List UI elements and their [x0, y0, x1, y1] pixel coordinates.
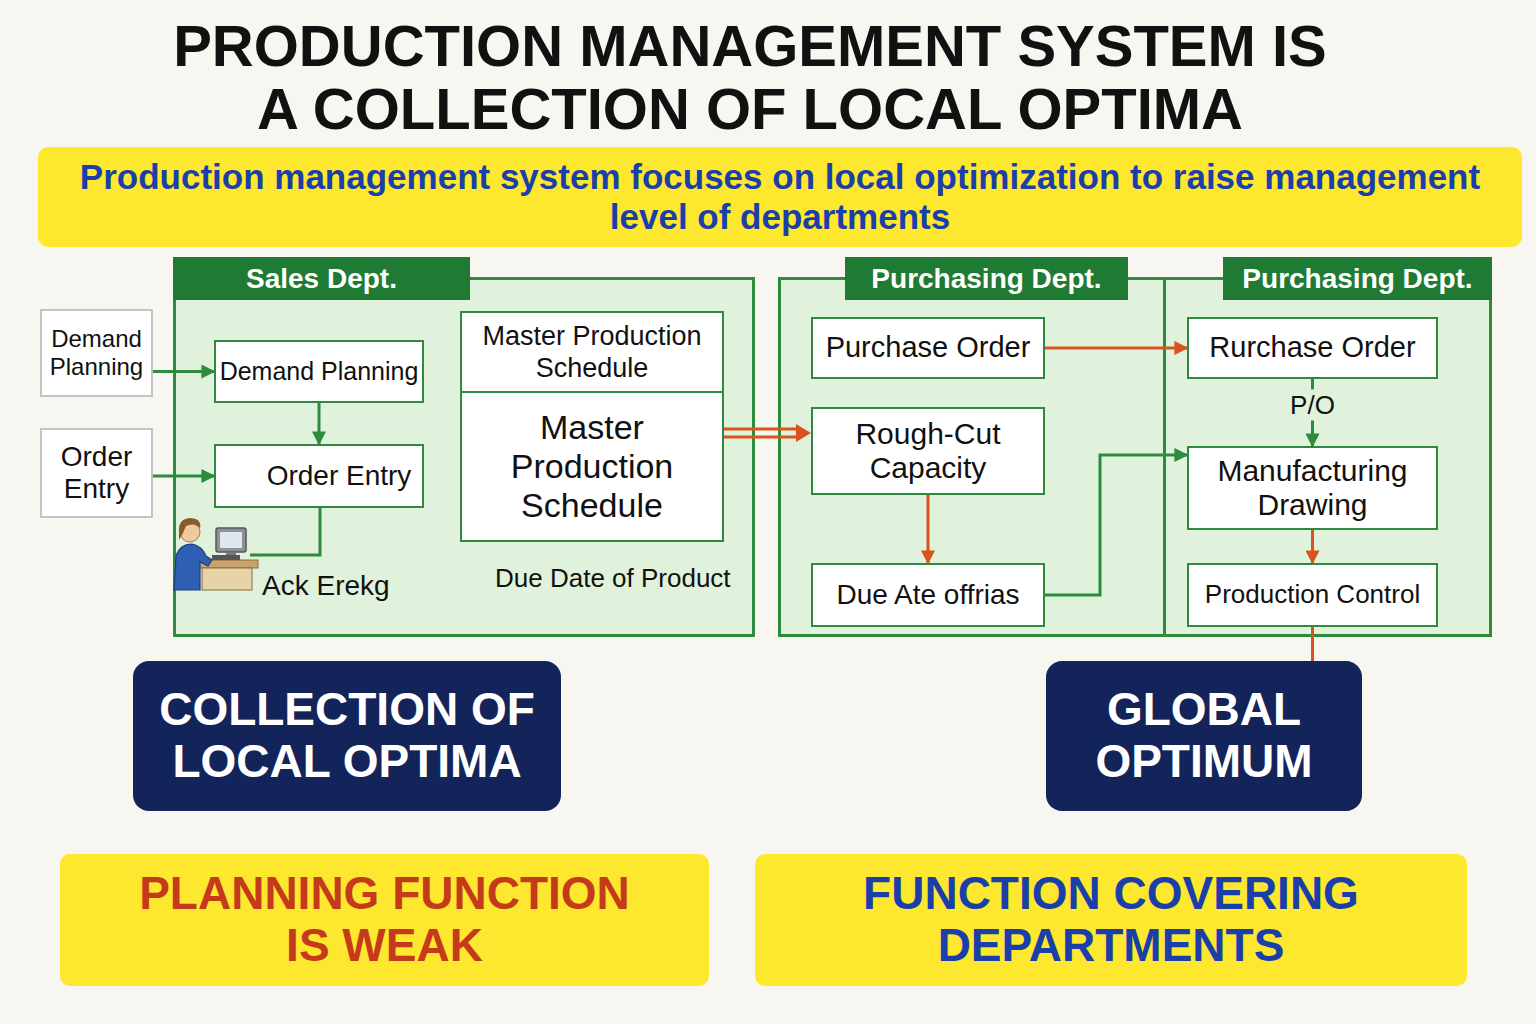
panel-tab: Purchasing Dept.: [1223, 257, 1492, 300]
desk-body: [202, 568, 252, 590]
node-label: Due Ate offrias: [836, 579, 1019, 611]
title: PRODUCTION MANAGEMENT SYSTEM IS A COLLEC…: [160, 14, 1340, 140]
annotation-label: Due Date of Product: [495, 563, 731, 594]
box-body: Master Production Schedule: [462, 393, 722, 540]
process-box: Due Ate offrias: [811, 563, 1045, 627]
summary-box: GLOBAL OPTIMUM: [1046, 661, 1362, 811]
node-label: Order Entry: [42, 441, 151, 505]
conclusion-box: PLANNING FUNCTION IS WEAK: [60, 854, 709, 986]
connector: [318, 403, 321, 444]
person-body: [174, 544, 212, 590]
process-box: Production Control: [1187, 563, 1438, 627]
input-box: Order Entry: [40, 428, 153, 518]
monitor-screen: [220, 532, 242, 548]
operator-illustration: [166, 510, 261, 595]
node-label: Purchase Order: [826, 331, 1031, 364]
process-box: Manufacturing Drawing: [1187, 446, 1438, 530]
connector: [153, 475, 214, 478]
node-label: Rough-Cut Capacity: [813, 417, 1043, 486]
keyboard: [212, 555, 240, 560]
node-label: FUNCTION COVERING DEPARTMENTS: [815, 868, 1407, 971]
banner-text: Production management system focuses on …: [58, 157, 1502, 238]
process-box: Rough-Cut Capacity: [811, 407, 1045, 495]
connector: [1311, 627, 1314, 661]
department-panel: Purchasing Dept.Rurchase OrderManufactur…: [1163, 277, 1492, 637]
subtitle-banner: Production management system focuses on …: [38, 147, 1522, 247]
connector: [927, 495, 930, 563]
double-connector: [724, 424, 811, 442]
process-box: Demand Planning: [214, 340, 424, 403]
box-heading: Master Production Schedule: [462, 313, 722, 393]
connector: [1045, 347, 1187, 350]
monitor-frame: [216, 528, 246, 552]
input-box: Demand Planning: [40, 309, 153, 397]
node-label: GLOBAL OPTIMUM: [1046, 684, 1362, 787]
node-label: Manufacturing Drawing: [1189, 454, 1436, 523]
process-box: Rurchase Order: [1187, 317, 1438, 379]
node-label: Production Control: [1205, 580, 1420, 610]
panel-tab: Sales Dept.: [173, 257, 470, 300]
node-label: COLLECTION OF LOCAL OPTIMA: [133, 684, 561, 787]
edge-label: P/O: [1287, 389, 1338, 420]
node-label: Demand Planning: [220, 357, 419, 386]
schedule-box: Master Production ScheduleMaster Product…: [460, 311, 724, 542]
department-panel: Purchasing Dept.Purchase OrderRough-Cut …: [778, 277, 1166, 637]
summary-box: COLLECTION OF LOCAL OPTIMA: [133, 661, 561, 811]
node-label: Rurchase Order: [1209, 331, 1415, 364]
leader-line: [250, 508, 320, 555]
node-label: Demand Planning: [42, 325, 151, 380]
connector: [1311, 530, 1314, 563]
connector: [153, 370, 214, 373]
operator-label: Ack Erekg: [262, 570, 390, 602]
node-label: Order Entry: [227, 460, 412, 492]
person-hair: [179, 518, 200, 540]
arrow-head: [796, 424, 811, 442]
node-label: PLANNING FUNCTION IS WEAK: [120, 868, 649, 971]
connector-rail: [724, 428, 798, 431]
process-box: Order Entry: [214, 444, 424, 508]
conclusion-box: FUNCTION COVERING DEPARTMENTS: [755, 854, 1467, 986]
panel-tab: Purchasing Dept.: [845, 257, 1128, 300]
connector-rail: [724, 436, 798, 439]
connector: [1045, 455, 1187, 595]
process-box: Purchase Order: [811, 317, 1045, 379]
